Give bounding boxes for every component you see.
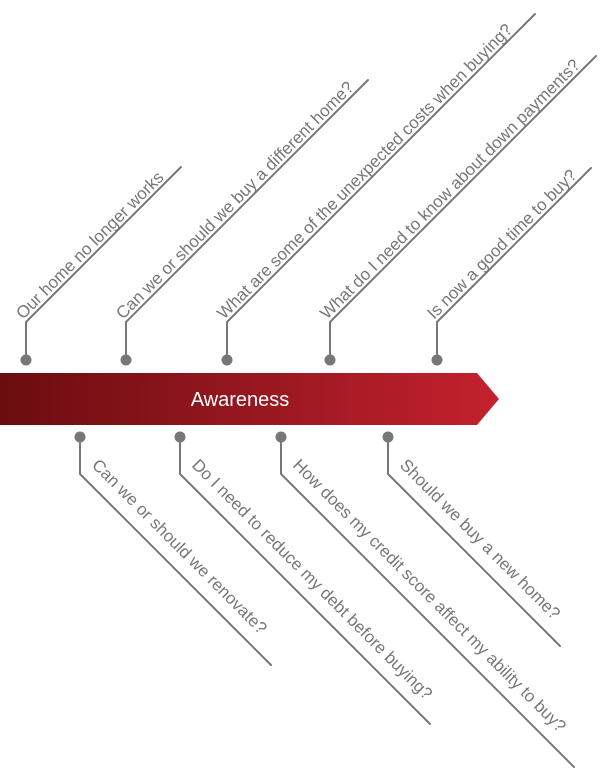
top-branch-1-dot (20, 354, 32, 366)
bottom-branch-4-connector (387, 436, 561, 647)
top-branch-4-dot (324, 354, 336, 366)
bottom-question-1: Can we or should we renovate? (88, 455, 270, 637)
bottom-branch-2-dot (174, 431, 186, 443)
arrow-label: Awareness (191, 389, 290, 411)
top-branch-4: What do I need to know about down paymen… (316, 55, 597, 366)
top-branch-2-dot (120, 354, 132, 366)
bottom-branch-1-dot (74, 431, 86, 443)
top-branch-2-connector (125, 79, 369, 361)
top-branch-3: What are some of the unexpected costs wh… (213, 13, 536, 366)
bottom-branch-3-dot (275, 431, 287, 443)
top-branch-5-connector (436, 167, 592, 361)
top-branch-3-connector (226, 13, 536, 361)
bottom-branch-4: Should we buy a new home? (382, 431, 564, 647)
arrow-shape (0, 373, 499, 425)
top-branch-3-dot (221, 354, 233, 366)
top-branch-5-dot (431, 354, 443, 366)
top-branch-4-connector (329, 55, 597, 361)
bottom-branch-2-connector (179, 436, 431, 725)
bottom-branch-1: Can we or should we renovate? (74, 431, 272, 666)
bottom-branch-3-connector (280, 436, 575, 768)
top-question-2: Can we or should we buy a different home… (112, 78, 357, 323)
awareness-arrow: Awareness (0, 373, 499, 425)
top-branch-1-connector (25, 166, 182, 361)
bottom-branch-1-connector (79, 436, 272, 666)
bottom-branch-4-dot (382, 431, 394, 443)
